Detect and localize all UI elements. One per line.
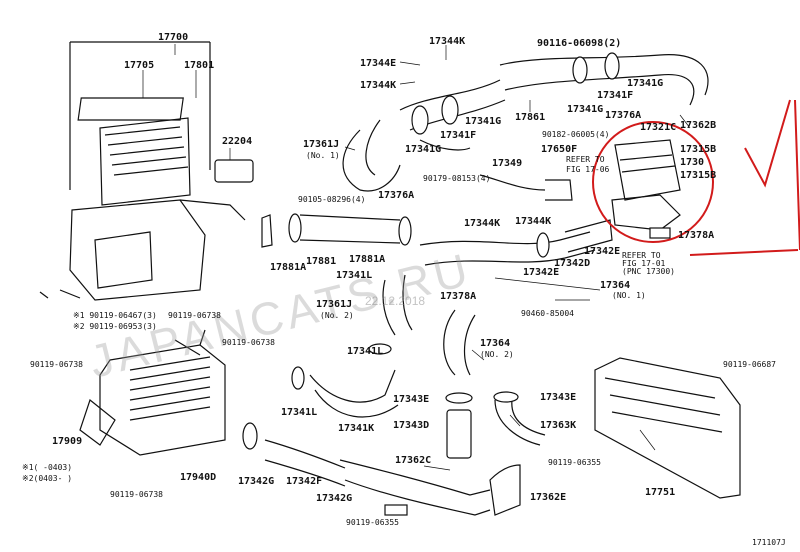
label-1730x: 1730	[680, 157, 704, 168]
label-90105-08296: 90105-08296(4)	[298, 195, 365, 204]
label-17650f: 17650F	[541, 144, 577, 155]
label-17343e-right: 17343E	[540, 392, 576, 403]
figure-id: 171107J	[752, 538, 786, 547]
air-cleaner-assembly	[39, 41, 273, 301]
label-17881a-right: 17881A	[349, 254, 385, 265]
label-90119-06738-c: 90119-06738	[30, 360, 83, 369]
label-17376a-mid: 17376A	[378, 190, 414, 201]
label-17378a-mid: 17378A	[440, 291, 476, 302]
lower-hoses	[242, 274, 546, 516]
label-17341f-top: 17341F	[597, 90, 633, 101]
label-no2-b: (NO. 2)	[480, 350, 514, 359]
label-17378a-right: 17378A	[678, 230, 714, 241]
label-17342f: 17342F	[286, 476, 322, 487]
label-17700: 17700	[158, 32, 188, 43]
label-17321c: 17321C	[640, 122, 676, 133]
label-17341l-top: 17341L	[336, 270, 372, 281]
label-17344k-mid2: 17344K	[515, 216, 551, 227]
label-17349: 17349	[492, 158, 522, 169]
label-17341f-mid: 17341F	[440, 130, 476, 141]
label-refer-b2: FIG 17-01	[622, 259, 666, 268]
label-17342e-top: 17342E	[584, 246, 620, 257]
label-17342g-b: 17342G	[316, 493, 352, 504]
label-17344e: 17344E	[360, 58, 396, 69]
label-17341g-top: 17341G	[627, 78, 663, 89]
label-17344k-left: 17344K	[360, 80, 396, 91]
label-90460-85004: 90460-85004	[521, 309, 574, 318]
label-17364-no1: 17364	[600, 280, 630, 291]
label-17909: 17909	[52, 436, 82, 447]
label-17361j-no1: 17361J	[303, 139, 339, 150]
label-17342d: 17342D	[554, 258, 590, 269]
label-17362b: 17362B	[680, 120, 716, 131]
label-17341g-left: 17341G	[465, 116, 501, 127]
label-17341g-lower: 17341G	[405, 144, 441, 155]
label-no1-a: (No. 1)	[306, 151, 340, 160]
intercooler	[79, 329, 226, 456]
date-watermark: 22.12.2018	[365, 294, 425, 308]
label-refer-b1: REFER TO	[622, 251, 661, 260]
label-17341l-low: 17341L	[281, 407, 317, 418]
label-90119-06467: ※1 90119-06467(3)	[73, 311, 157, 320]
footnote-1: ※1( -0403)	[22, 463, 72, 472]
under-cover	[594, 357, 741, 499]
turbo-valve-group	[611, 139, 681, 239]
label-17341l-mid: 17341L	[347, 346, 383, 357]
label-17705: 17705	[124, 60, 154, 71]
label-17343e-left: 17343E	[393, 394, 429, 405]
label-pnc-17300: (PNC 17300)	[622, 267, 675, 276]
label-17376a-top: 17376A	[605, 110, 641, 121]
label-17364-no2: 17364	[480, 338, 510, 349]
label-17861: 17861	[515, 112, 545, 123]
label-17751: 17751	[645, 487, 675, 498]
leader-lines	[142, 44, 691, 471]
label-no2-a: (No. 2)	[320, 311, 354, 320]
label-90119-06355-b: 90119-06355	[346, 518, 399, 527]
label-17801: 17801	[184, 60, 214, 71]
label-refer-a2: FIG 17-06	[566, 165, 610, 174]
label-17940d: 17940D	[180, 472, 216, 483]
label-17881a-left: 17881A	[270, 262, 306, 273]
label-22204: 22204	[222, 136, 252, 147]
label-90182-06005: 90182-06005(4)	[542, 130, 609, 139]
label-17315b: 17315B	[680, 144, 716, 155]
label-90119-06355-a: 90119-06355	[548, 458, 601, 467]
label-17363k: 17363K	[540, 420, 576, 431]
label-90119-06738-d: 90119-06738	[110, 490, 163, 499]
label-17344k-top: 17344K	[429, 36, 465, 47]
label-17343d: 17343D	[393, 420, 429, 431]
label-no1-b: (NO. 1)	[612, 291, 646, 300]
label-90119-06738-a: 90119-06738	[168, 311, 221, 320]
label-17342g-a: 17342G	[238, 476, 274, 487]
label-refer-a1: REFER TO	[566, 155, 605, 164]
label-17341g-mid: 17341G	[567, 104, 603, 115]
label-17315b-2: 17315B	[680, 170, 716, 181]
label-17344k-mid: 17344K	[464, 218, 500, 229]
label-17341k: 17341K	[338, 423, 374, 434]
label-17342e-mid: 17342E	[523, 267, 559, 278]
label-90116-06098: 90116-06098(2)	[537, 38, 621, 49]
label-90119-06738-b: 90119-06738	[222, 338, 275, 347]
label-17361j-no2: 17361J	[316, 299, 352, 310]
label-90179-08153: 90179-08153(4)	[423, 174, 490, 183]
label-17362c: 17362C	[395, 455, 431, 466]
footnote-2: ※2(0403- )	[22, 474, 72, 483]
upper-piping	[288, 52, 709, 266]
label-90119-06953: ※2 90119-06953(3)	[73, 322, 157, 331]
label-17362e-low: 17362E	[530, 492, 566, 503]
label-17881: 17881	[306, 256, 336, 267]
label-90119-06687: 90119-06687	[723, 360, 776, 369]
red-annotation	[592, 99, 800, 256]
